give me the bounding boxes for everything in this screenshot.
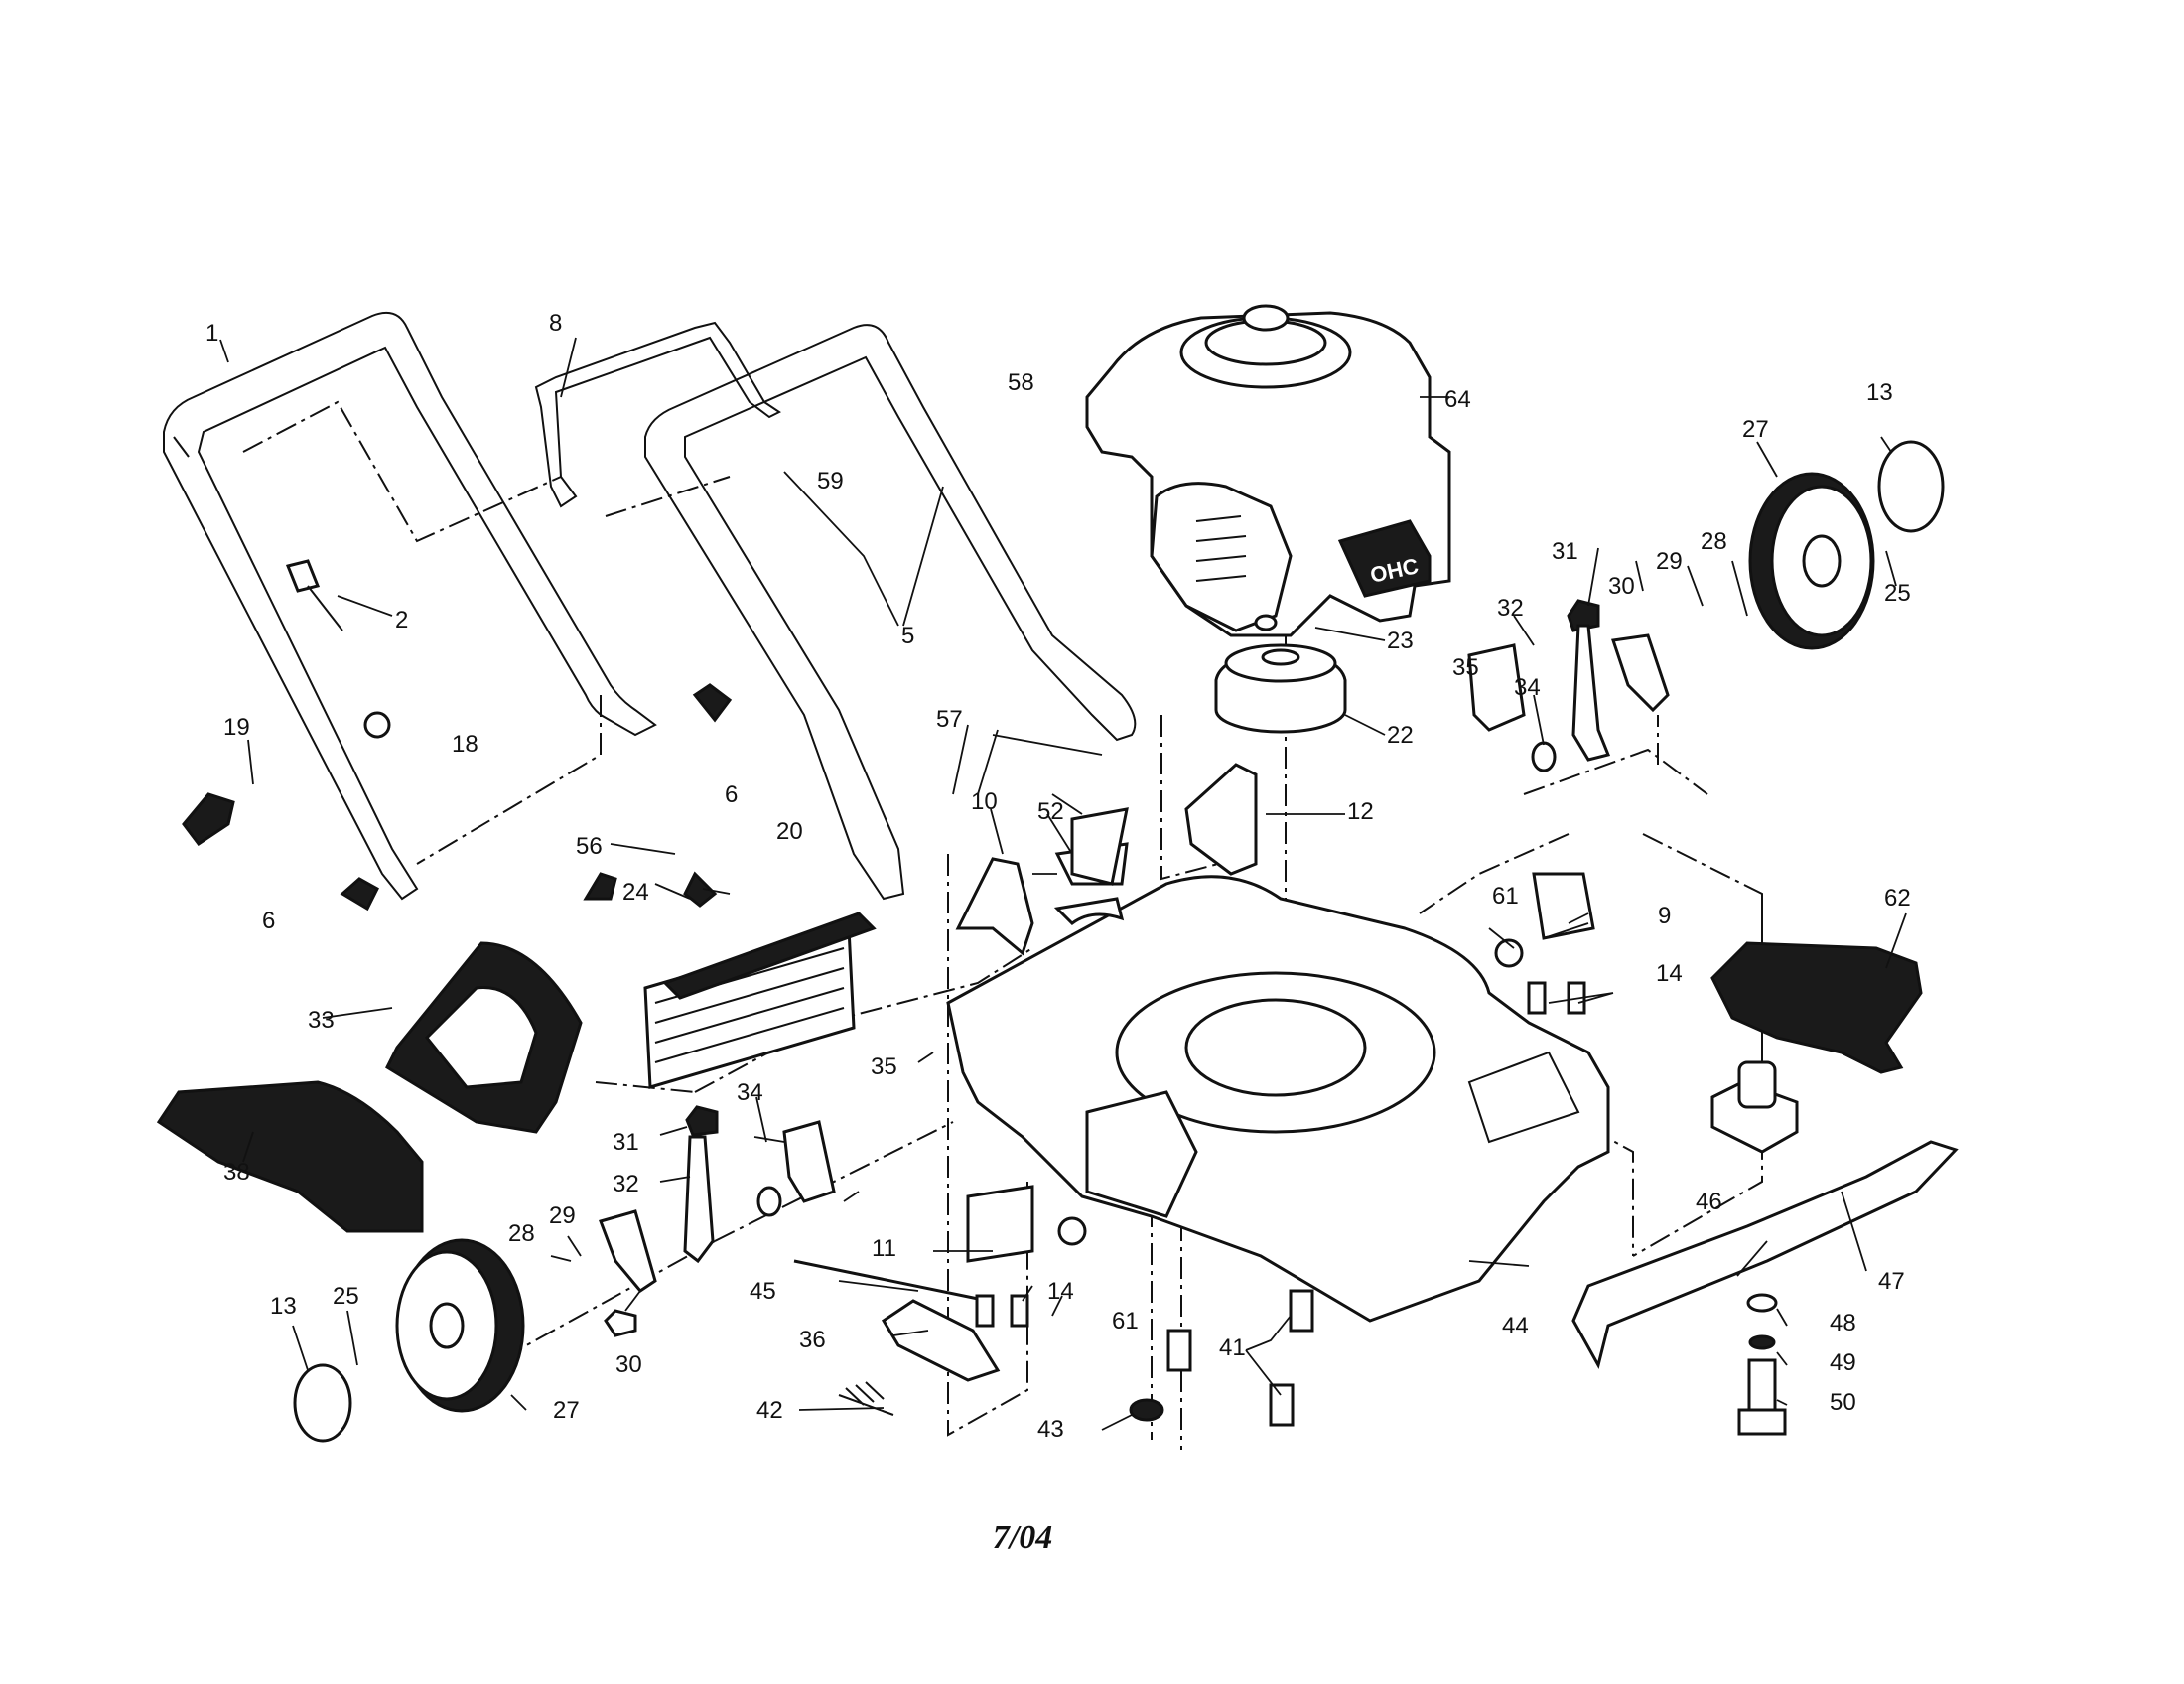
rear-shield bbox=[643, 912, 877, 1089]
callout-12: 12 bbox=[1347, 798, 1374, 825]
callout-23: 23 bbox=[1387, 628, 1414, 654]
callout-13-left: 13 bbox=[270, 1293, 297, 1320]
mower-deck bbox=[946, 875, 1610, 1323]
callout-14-right: 14 bbox=[1656, 960, 1683, 987]
pulley bbox=[1214, 643, 1347, 734]
callout-6-lower: 6 bbox=[262, 908, 275, 934]
callout-50: 50 bbox=[1830, 1389, 1856, 1416]
engine: OHC bbox=[1085, 304, 1451, 637]
rear-wheel-right bbox=[1748, 472, 1875, 650]
callout-48: 48 bbox=[1830, 1310, 1856, 1336]
callout-38: 38 bbox=[223, 1159, 250, 1186]
callout-41: 41 bbox=[1219, 1334, 1246, 1361]
wheel-adjuster-right bbox=[1467, 599, 1670, 762]
callout-19: 19 bbox=[223, 714, 250, 741]
callout-28-right: 28 bbox=[1701, 528, 1727, 555]
callout-28-left: 28 bbox=[508, 1220, 535, 1247]
callout-44: 44 bbox=[1502, 1313, 1529, 1339]
hubcap-right bbox=[1877, 440, 1945, 533]
callout-45: 45 bbox=[750, 1278, 776, 1305]
discharge-chute bbox=[156, 1080, 424, 1233]
callout-64: 64 bbox=[1444, 386, 1471, 413]
callout-9: 9 bbox=[1658, 903, 1671, 929]
upper-handle bbox=[644, 324, 1137, 901]
callout-34-left: 34 bbox=[737, 1079, 763, 1106]
callout-27-left: 27 bbox=[553, 1397, 580, 1424]
hubcap-left bbox=[293, 1363, 352, 1443]
callout-33: 33 bbox=[308, 1007, 335, 1034]
callout-42: 42 bbox=[756, 1397, 783, 1424]
callout-25-left: 25 bbox=[333, 1283, 359, 1310]
callout-24: 24 bbox=[622, 879, 649, 906]
callout-58: 58 bbox=[1008, 369, 1034, 396]
callout-35-left: 35 bbox=[871, 1053, 897, 1080]
callout-18: 18 bbox=[452, 731, 478, 758]
callout-20: 20 bbox=[776, 818, 803, 845]
callout-57: 57 bbox=[936, 706, 963, 733]
callout-8: 8 bbox=[549, 310, 562, 337]
callout-61-right: 61 bbox=[1492, 883, 1519, 910]
callout-1: 1 bbox=[205, 320, 218, 347]
mulch-cover bbox=[385, 941, 583, 1134]
revision-date: 7/04 bbox=[0, 1519, 2184, 1557]
blade-adapter bbox=[1710, 1060, 1799, 1154]
callout-36: 36 bbox=[799, 1327, 826, 1353]
callout-6-upper: 6 bbox=[725, 781, 738, 808]
callout-32-right: 32 bbox=[1497, 595, 1524, 622]
control-bail bbox=[534, 321, 781, 508]
callout-31-right: 31 bbox=[1552, 538, 1578, 565]
callout-29-right: 29 bbox=[1656, 548, 1683, 575]
brackets-and-fasteners bbox=[182, 559, 1595, 1427]
callout-5: 5 bbox=[901, 623, 914, 649]
callout-52: 52 bbox=[1037, 798, 1064, 825]
callout-13-right: 13 bbox=[1866, 379, 1893, 406]
revision-date-text: 7/04 bbox=[992, 1519, 1053, 1556]
callout-27-right: 27 bbox=[1742, 416, 1769, 443]
callout-47: 47 bbox=[1878, 1268, 1905, 1295]
callout-61-left: 61 bbox=[1112, 1308, 1139, 1334]
callout-32-left: 32 bbox=[613, 1171, 639, 1197]
callout-29-left: 29 bbox=[549, 1202, 576, 1229]
callout-10: 10 bbox=[971, 788, 998, 815]
callout-43: 43 bbox=[1037, 1416, 1064, 1443]
callout-34-right: 34 bbox=[1514, 674, 1541, 701]
rear-bag-adapter bbox=[1710, 941, 1923, 1074]
callout-25-right: 25 bbox=[1884, 580, 1911, 607]
callout-62: 62 bbox=[1884, 885, 1911, 912]
front-wheel-left bbox=[395, 1238, 525, 1413]
callout-14-left: 14 bbox=[1047, 1278, 1074, 1305]
wheel-adjuster-left bbox=[599, 1105, 836, 1293]
blade-bolt-stack bbox=[1737, 1293, 1787, 1436]
callout-2: 2 bbox=[395, 607, 408, 633]
mower-blade bbox=[1571, 1140, 1959, 1370]
callout-49: 49 bbox=[1830, 1349, 1856, 1376]
callout-labels: 1 2 5 6 6 8 9 10 11 12 13 13 14 14 18 19… bbox=[205, 310, 1911, 1443]
callout-30-right: 30 bbox=[1608, 573, 1635, 600]
callout-35-right: 35 bbox=[1452, 654, 1479, 681]
callout-30-left: 30 bbox=[615, 1351, 642, 1378]
callout-59: 59 bbox=[817, 468, 844, 494]
lower-handle bbox=[163, 312, 657, 901]
callout-22: 22 bbox=[1387, 722, 1414, 749]
callout-56: 56 bbox=[576, 833, 603, 860]
callout-31-left: 31 bbox=[613, 1129, 639, 1156]
callout-46: 46 bbox=[1696, 1189, 1722, 1215]
callout-11: 11 bbox=[872, 1235, 896, 1262]
callout-leaders bbox=[219, 337, 1907, 1431]
